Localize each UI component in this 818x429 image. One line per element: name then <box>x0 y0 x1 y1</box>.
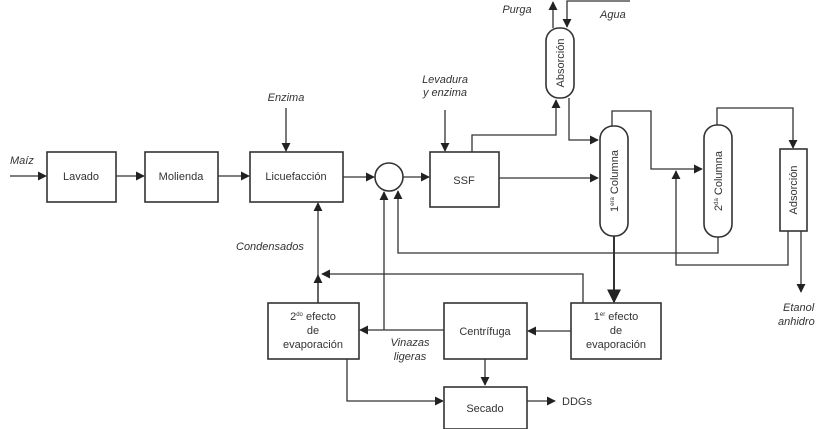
etanol-label-line1: Etanol <box>783 302 815 314</box>
ssf-to-absorcion-line <box>471 99 561 152</box>
absorcion-column <box>545 27 575 99</box>
efecto1-label-line3: evaporación <box>586 339 646 351</box>
vinazas-label-line2: ligeras <box>394 351 427 363</box>
lavado-block <box>46 151 117 203</box>
licuefaccion-label: Licuefacción <box>265 171 326 183</box>
efecto2-block <box>267 302 360 360</box>
columna1-label: 1era Columna <box>609 149 621 212</box>
ssf-label: SSF <box>453 175 475 187</box>
columna2-label: 2da Columna <box>713 150 725 211</box>
agua-label: Agua <box>599 9 626 21</box>
levadura-label-line1: Levadura <box>422 74 468 86</box>
ssf-block <box>429 151 500 208</box>
molienda-label: Molienda <box>159 171 205 183</box>
efecto2-label-line3: evaporación <box>283 339 343 351</box>
efecto2-to-secado-line <box>346 359 444 406</box>
adsorcion-recycle-line <box>671 170 789 266</box>
levadura-label-line2: y enzima <box>422 87 467 99</box>
secado-block <box>443 386 528 429</box>
maiz-label: Maíz <box>10 155 34 167</box>
columna2-bottoms-recycle-line <box>393 190 719 254</box>
ddgs-label: DDGs <box>562 396 592 408</box>
purga-label: Purga <box>502 4 531 16</box>
secado-label: Secado <box>466 403 503 415</box>
columna2-to-adsorcion-line <box>716 107 798 149</box>
columna1-to-columna2-line <box>611 110 703 174</box>
agua-stream-arrow <box>562 0 630 28</box>
absorcion-to-columna1-line <box>568 98 599 145</box>
efecto1-block <box>570 302 662 360</box>
efecto1-condensados-line <box>321 269 584 303</box>
centrifuga-block <box>443 302 528 360</box>
molienda-block <box>144 151 219 203</box>
centrifuga-label: Centrífuga <box>459 326 511 338</box>
etanol-label-line2: anhidro <box>778 316 815 328</box>
efecto2-label-line1: 2do efecto <box>290 311 336 323</box>
adsorcion-block <box>779 148 808 232</box>
efecto1-label-line1: 1er efecto <box>594 311 639 323</box>
mixer-node <box>374 162 404 192</box>
absorcion-label: Absorción <box>555 39 567 88</box>
adsorcion-label: Adsorción <box>788 166 800 215</box>
efecto1-label-line2: de <box>610 325 622 337</box>
condensados-label: Condensados <box>236 241 304 253</box>
licuefaccion-block <box>249 151 344 203</box>
efecto2-label-line2: de <box>307 325 319 337</box>
lavado-label: Lavado <box>63 171 99 183</box>
vinazas-label-line1: Vinazas <box>391 337 430 349</box>
enzima-label: Enzima <box>268 92 305 104</box>
